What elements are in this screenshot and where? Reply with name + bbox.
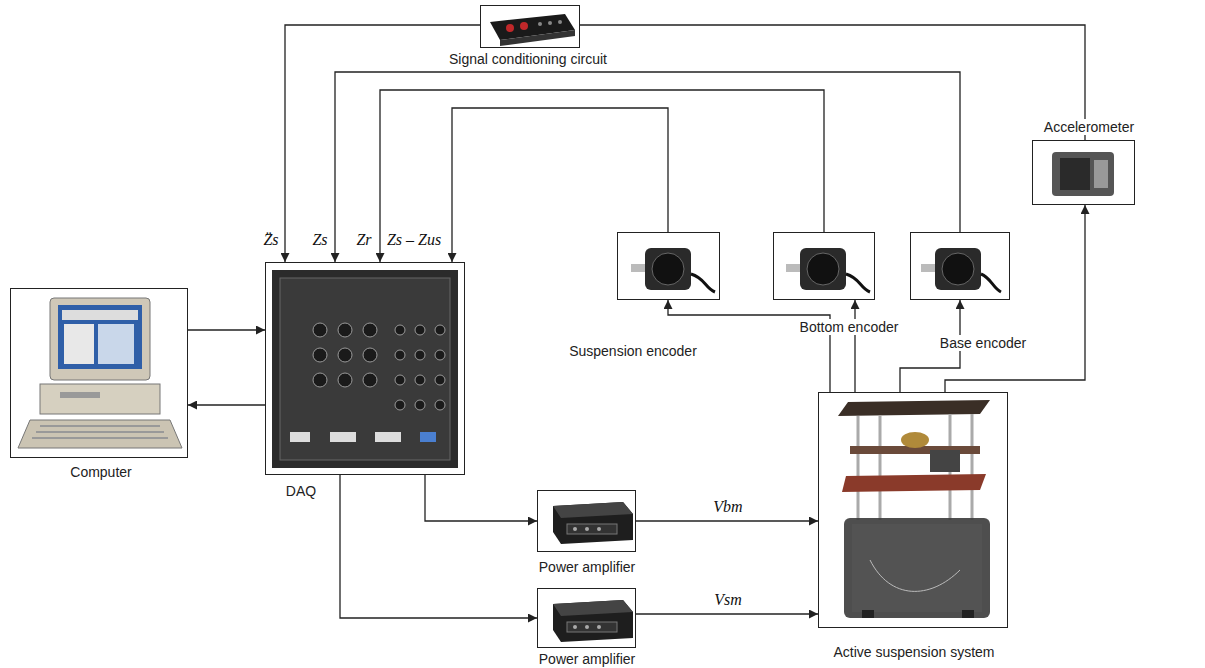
signal-connector [636,520,818,521]
device-label: Power amplifier [537,559,637,575]
signal-connector [452,108,668,262]
device-box: Signal conditioning circuit [480,5,580,48]
signal-connector [425,475,537,521]
device-label: Computer [68,464,133,480]
signal-name: Zs – Zus [386,230,442,250]
device-label: Accelerometer [1042,119,1136,135]
signal-name: Z̈s [262,230,279,250]
device-label: Bottom encoder [798,319,901,335]
signal-connector [335,72,960,262]
signal-connector [854,300,855,392]
accelerometer-picture [1052,152,1114,196]
computer-picture [18,298,182,448]
device-label: DAQ [284,483,318,499]
device-label: Active suspension system [831,644,996,660]
signal-name: Vbm [712,497,743,517]
signal-name: Vsm [713,590,743,610]
device-box: Bottom encoder [773,232,875,300]
device-box: DAQ [265,262,465,475]
signal-name: Zs [311,230,328,250]
device-label: Base encoder [938,335,1028,351]
device-box: Computer [10,288,188,458]
device-box: Active suspension system [818,392,1008,628]
signal-connector [636,613,818,614]
device-box: Suspension encoder [617,232,720,300]
signal-connector [945,205,1085,392]
daq-picture [272,270,458,468]
device-box: Power amplifier [537,588,636,648]
signal-conditioner-picture [490,14,575,46]
signal-connector [188,404,265,405]
device-box: Base encoder [910,232,1010,300]
signal-connector [380,90,824,262]
device-label: Signal conditioning circuit [447,51,609,67]
signal-name: Zr [355,230,372,250]
device-box: Accelerometer [1032,140,1135,205]
suspension-rig-picture [838,400,990,618]
signal-connector [340,475,537,618]
device-label: Power amplifier [537,651,637,667]
encoder-pictures [631,248,1001,292]
device-box: Power amplifier [537,490,636,552]
signal-connector [580,25,1085,140]
signal-connector [188,329,265,330]
device-label: Suspension encoder [567,343,699,359]
